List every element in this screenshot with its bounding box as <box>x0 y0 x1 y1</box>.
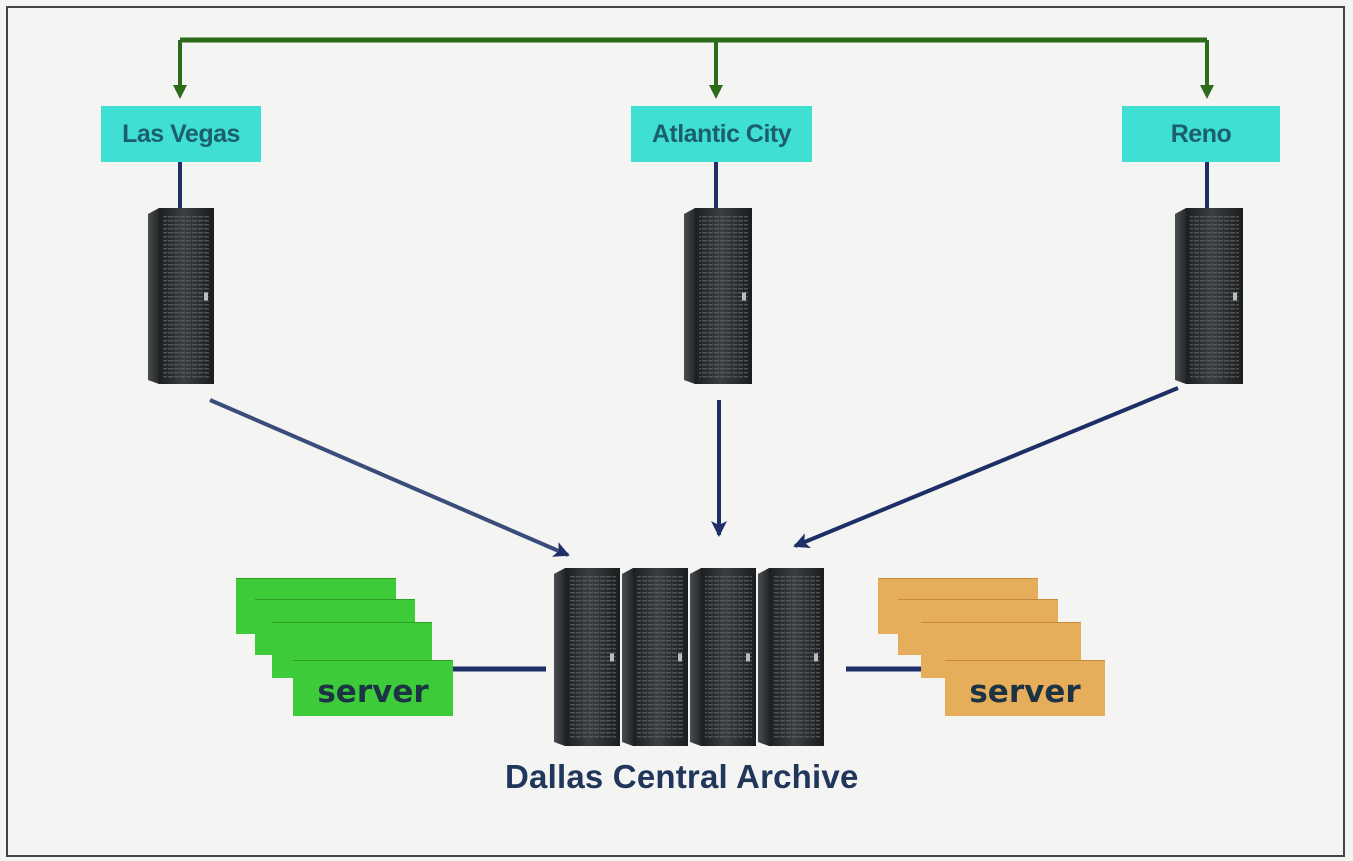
server-label: server <box>317 674 429 710</box>
archive-caption: Dallas Central Archive <box>505 758 859 795</box>
site-label: Atlantic City <box>651 119 792 148</box>
server-atlantic-city <box>684 208 752 384</box>
orange-server-card-4: server <box>945 660 1105 716</box>
archive-rack-4 <box>758 568 824 746</box>
top-link-bus <box>173 37 1214 99</box>
archive-rack-1 <box>554 568 620 746</box>
site-label: Reno <box>1170 119 1232 148</box>
site-label: Las Vegas <box>122 119 240 148</box>
server-label: server <box>969 674 1081 710</box>
replication-arrows <box>209 386 1179 557</box>
server-reno <box>1175 208 1243 384</box>
site-las-vegas: Las Vegas <box>101 106 261 162</box>
arrow-las-vegas-to-archive <box>209 398 570 557</box>
green-server-card-4: server <box>293 660 453 716</box>
site-reno: Reno <box>1122 106 1280 162</box>
site-atlantic-city: Atlantic City <box>631 106 812 162</box>
site-connectors <box>178 162 1209 210</box>
archive-rack-2 <box>622 568 688 746</box>
server-las-vegas <box>148 208 214 384</box>
archive-rack-3 <box>690 568 756 746</box>
arrow-reno-to-archive <box>793 386 1179 549</box>
